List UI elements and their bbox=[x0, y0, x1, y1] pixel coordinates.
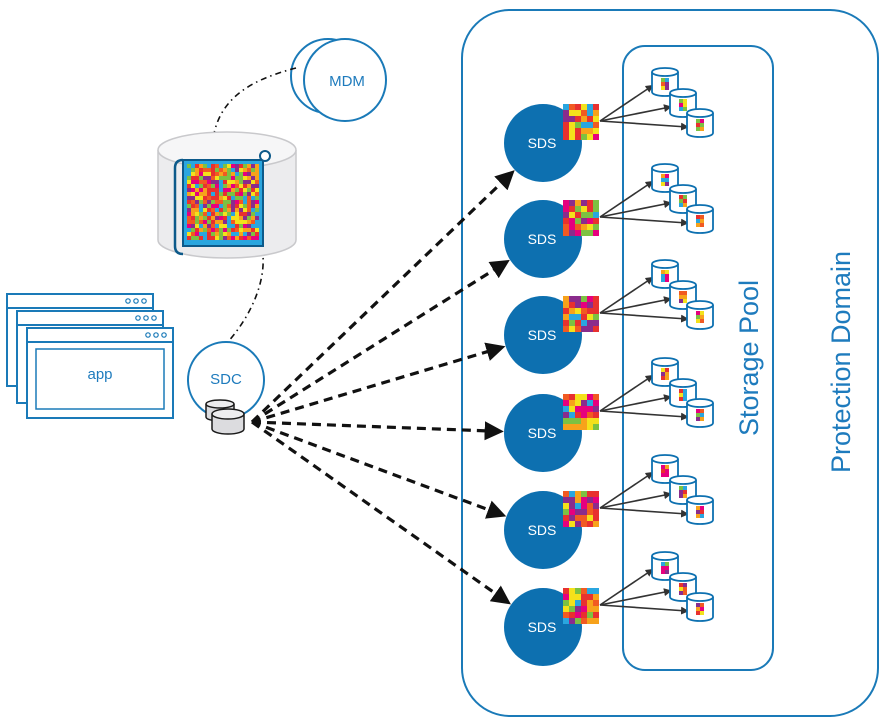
storage-pool-label: Storage Pool bbox=[734, 280, 764, 436]
cylinder-disk-icon bbox=[686, 592, 714, 622]
chunk-to-disk-arrow bbox=[599, 120, 689, 131]
sds-label: SDS bbox=[528, 522, 557, 538]
chunk-to-disk-arrow bbox=[599, 180, 654, 218]
sds-node[interactable]: SDS bbox=[504, 163, 714, 278]
chunk-to-disk-arrow bbox=[599, 296, 672, 314]
scroll-volume-icon bbox=[173, 150, 271, 256]
sds-label: SDS bbox=[528, 135, 557, 151]
chunk-to-disk-arrow bbox=[599, 276, 654, 314]
cylinder-disk-icon bbox=[686, 398, 714, 428]
sdc-data-paths bbox=[250, 170, 515, 605]
chunk-to-disk-arrow bbox=[599, 568, 654, 606]
sdc-to-sds-path bbox=[251, 259, 510, 424]
mosaic-chunks-icon bbox=[563, 588, 599, 624]
cylinder-disk-icon bbox=[651, 163, 679, 193]
cylinder-disk-icon bbox=[651, 259, 679, 289]
chunk-to-disk-arrow bbox=[599, 491, 672, 509]
cylinder-disk-icon bbox=[686, 108, 714, 138]
sdc-control-link bbox=[225, 247, 264, 345]
cylinder-disk-icon bbox=[651, 551, 679, 581]
chunk-to-disk-arrow bbox=[599, 588, 672, 606]
mosaic-chunks-icon bbox=[563, 491, 599, 527]
cylinder-disk-icon bbox=[651, 357, 679, 387]
sdc-node[interactable]: SDC bbox=[187, 341, 265, 435]
mosaic-chunks-icon bbox=[563, 104, 599, 140]
sds-circle bbox=[504, 200, 582, 278]
chunk-to-disk-arrow bbox=[599, 104, 672, 122]
cylinder-disk-icon bbox=[669, 378, 697, 408]
chunk-to-disk-arrow bbox=[599, 84, 654, 122]
cylinder-disk-icon bbox=[686, 204, 714, 234]
chunk-to-disk-arrow bbox=[599, 216, 689, 227]
sdc-to-sds-path bbox=[251, 420, 511, 605]
volume-cylinder[interactable] bbox=[157, 131, 297, 259]
chunk-to-disk-arrow bbox=[599, 312, 689, 323]
mdm-control-link bbox=[211, 67, 297, 159]
sds-node[interactable]: SDS bbox=[504, 357, 714, 472]
mdm-node[interactable]: MDM bbox=[290, 38, 387, 122]
volume-mosaic bbox=[187, 164, 259, 240]
chunk-to-disk-arrow bbox=[599, 507, 689, 518]
sds-label: SDS bbox=[528, 327, 557, 343]
mosaic-chunks-icon bbox=[563, 200, 599, 236]
sdc-label: SDC bbox=[210, 371, 242, 388]
sds-label: SDS bbox=[528, 619, 557, 635]
chunk-to-disk-arrow bbox=[599, 604, 689, 615]
app-window-front: app bbox=[26, 327, 174, 419]
cylinder-disk-icon bbox=[686, 495, 714, 525]
protection-domain-boundary bbox=[461, 9, 879, 717]
sds-label: SDS bbox=[528, 231, 557, 247]
sds-circle bbox=[504, 296, 582, 374]
sdc-disk-icon bbox=[205, 399, 245, 435]
mosaic-chunks-icon bbox=[563, 296, 599, 332]
sds-node[interactable]: SDS bbox=[504, 551, 714, 666]
protection-domain-label: Protection Domain bbox=[826, 251, 856, 473]
sds-circle bbox=[504, 394, 582, 472]
sds-circle bbox=[504, 104, 582, 182]
sds-circle bbox=[504, 588, 582, 666]
chunk-to-disk-arrow bbox=[599, 394, 672, 412]
sdc-to-sds-path bbox=[251, 420, 504, 441]
sdc-to-sds-path bbox=[251, 342, 506, 424]
mosaic-chunks-icon bbox=[563, 394, 599, 430]
app-windows[interactable]: app bbox=[6, 293, 174, 419]
sdc-to-sds-path bbox=[251, 420, 507, 519]
chunk-to-disk-arrow bbox=[599, 471, 654, 509]
sds-node[interactable]: SDS bbox=[504, 454, 714, 569]
chunk-to-disk-arrow bbox=[599, 410, 689, 421]
sds-node[interactable]: SDS bbox=[504, 67, 714, 182]
sds-nodes: SDS SDS SDS SDS SDS SDS bbox=[504, 67, 714, 666]
storage-pool-boundary bbox=[622, 45, 774, 671]
sds-circle bbox=[504, 491, 582, 569]
sds-node[interactable]: SDS bbox=[504, 259, 714, 374]
cylinder-disk-icon bbox=[686, 300, 714, 330]
mdm-label: MDM bbox=[329, 73, 365, 90]
chunk-to-disk-arrow bbox=[599, 374, 654, 412]
sds-label: SDS bbox=[528, 425, 557, 441]
app-label: app bbox=[87, 366, 112, 383]
chunk-to-disk-arrow bbox=[599, 200, 672, 218]
